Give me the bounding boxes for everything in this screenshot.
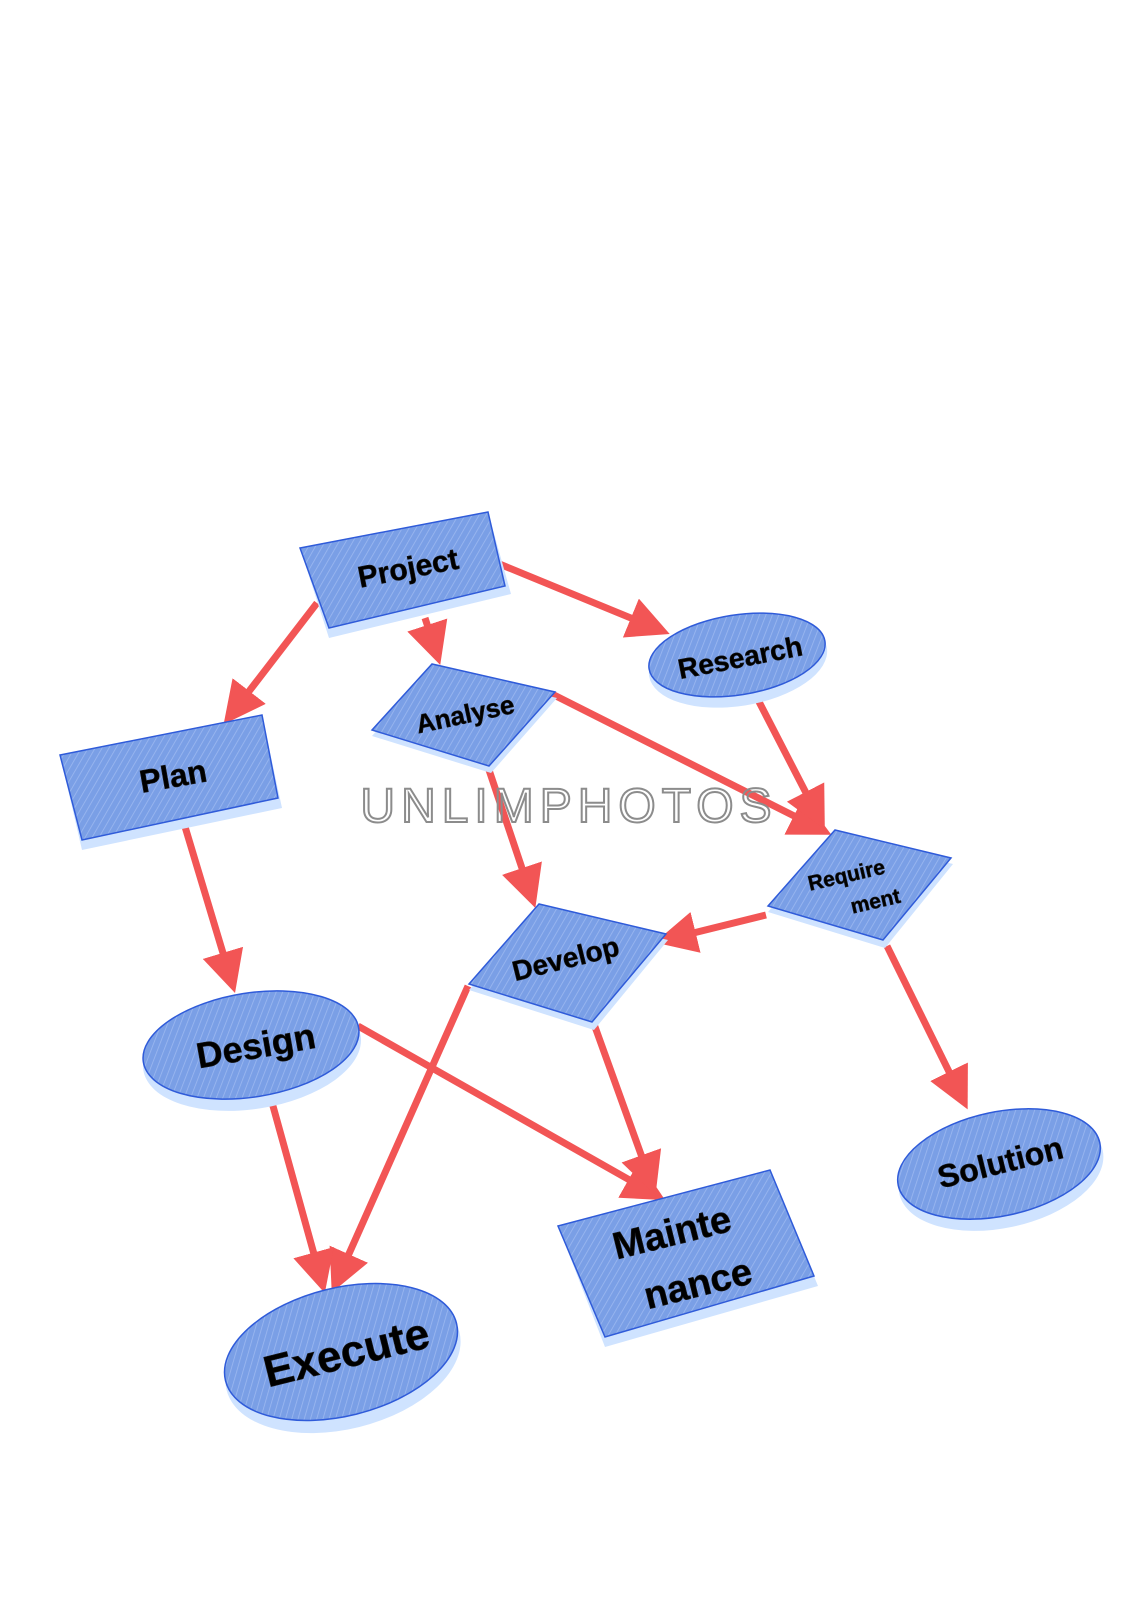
edge-plan-design [179, 818, 244, 994]
node-develop: Develop [467, 903, 668, 1030]
node-execute: Execute [223, 1282, 461, 1434]
node-plan: Plan [59, 714, 282, 850]
edge-research-requirement [751, 692, 825, 830]
node-requirement: Require ment [766, 829, 953, 948]
node-analyse: Analyse [370, 663, 557, 773]
edge-project-research [495, 559, 670, 638]
edge-requirement-develop [654, 911, 767, 953]
node-research: Research [648, 612, 828, 708]
edge-analyse-develop [481, 756, 542, 908]
edge-design-maintenance [356, 1022, 666, 1201]
watermark: UNLIMPHOTOS [360, 780, 777, 833]
node-maintenance: Mainte nance [556, 1169, 818, 1347]
edge-requirement-solution [883, 944, 968, 1110]
edge-analyse-requirement [550, 690, 832, 835]
node-project: Project [298, 511, 511, 638]
edge-develop-execute [329, 984, 472, 1293]
edges [179, 559, 968, 1294]
edge-design-execute [264, 1087, 334, 1294]
edge-project-analyse [407, 616, 448, 665]
edge-develop-maintenance [590, 1022, 662, 1195]
node-solution: Solution [896, 1108, 1104, 1231]
edge-project-plan [223, 600, 320, 725]
node-design: Design [142, 990, 361, 1111]
